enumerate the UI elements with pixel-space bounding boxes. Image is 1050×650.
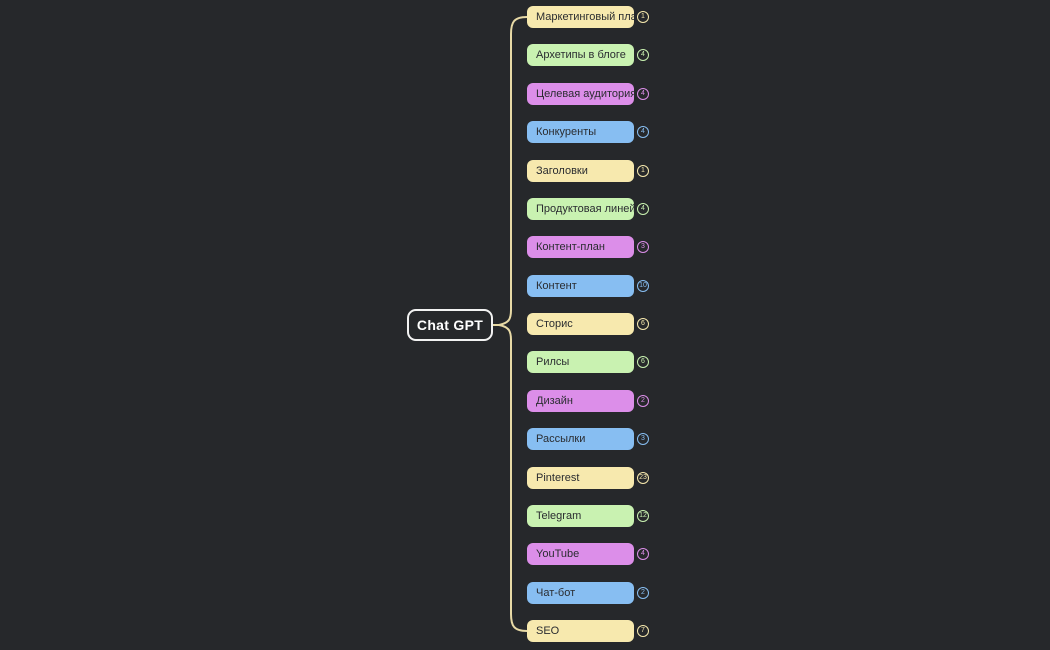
mindmap-topic-node[interactable]: Telegram xyxy=(527,504,634,527)
child-count-badge[interactable]: 4 xyxy=(637,49,649,62)
child-count-badge[interactable]: 4 xyxy=(637,202,649,215)
mindmap-topic-node[interactable]: Контент-план xyxy=(527,236,634,259)
topic-label: SEO xyxy=(536,625,560,637)
topic-label: YouTube xyxy=(536,548,580,561)
topic-label: Архетипы в блоге xyxy=(536,49,626,62)
mindmap-topic-node[interactable]: YouTube xyxy=(527,543,634,566)
mindmap-topic-node[interactable]: Сторис xyxy=(527,313,634,335)
child-count-badge[interactable]: 10 xyxy=(637,279,649,292)
topic-label: Целевая аудитория xyxy=(536,87,637,100)
topic-label: Telegram xyxy=(536,509,582,522)
topic-label: Контент-план xyxy=(536,241,605,254)
mindmap-topic-node[interactable]: Рассылки xyxy=(527,428,634,451)
central-topic-node[interactable]: Chat GPT xyxy=(407,309,493,341)
mindmap-topic-node[interactable]: Продуктовая линейка xyxy=(527,197,647,220)
child-count-badge[interactable]: 2 xyxy=(637,394,649,407)
mindmap-topic-node[interactable]: Конкуренты xyxy=(527,121,634,144)
topic-label: Сторис xyxy=(536,318,573,330)
child-count-badge[interactable]: 12 xyxy=(637,509,649,522)
mindmap-topic-node[interactable]: Рилсы xyxy=(527,351,634,374)
topic-label: Дизайн xyxy=(536,394,573,407)
topic-label: Заголовки xyxy=(536,164,588,177)
mindmap-topic-node[interactable]: Контент xyxy=(527,274,634,297)
mindmap-topic-node[interactable]: Целевая аудитория xyxy=(527,82,637,105)
topic-label: Продуктовая линейка xyxy=(536,202,647,215)
child-count-badge[interactable]: 6 xyxy=(637,356,649,369)
mindmap-topic-node[interactable]: Pinterest xyxy=(527,466,634,489)
topic-label: Чат-бот xyxy=(536,586,576,599)
topic-label: Конкуренты xyxy=(536,126,597,139)
mindmap-topic-node[interactable]: Заголовки xyxy=(527,159,634,182)
topic-label: Pinterest xyxy=(536,471,580,484)
topic-label: Рилсы xyxy=(536,356,570,369)
child-count-badge[interactable]: 1 xyxy=(637,11,649,23)
child-count-badge[interactable]: 4 xyxy=(637,87,649,100)
topic-label: Контент xyxy=(536,279,577,292)
child-count-badge[interactable]: 2 xyxy=(637,586,649,599)
child-count-badge[interactable]: 4 xyxy=(637,548,649,561)
mindmap-topic-node[interactable]: Маркетинговый план xyxy=(527,6,643,28)
child-count-badge[interactable]: 3 xyxy=(637,433,649,446)
topic-label: Рассылки xyxy=(536,433,586,446)
child-count-badge[interactable]: 3 xyxy=(637,241,649,254)
child-count-badge[interactable]: 23 xyxy=(637,471,649,484)
child-count-badge[interactable]: 1 xyxy=(637,164,649,177)
child-count-badge[interactable]: 7 xyxy=(637,625,649,637)
mindmap-topic-node[interactable]: SEO xyxy=(527,620,634,642)
mindmap-topic-node[interactable]: Архетипы в блоге xyxy=(527,44,634,67)
topic-label: Маркетинговый план xyxy=(536,11,643,23)
mindmap-topic-node[interactable]: Чат-бот xyxy=(527,581,634,604)
mindmap-topic-node[interactable]: Дизайн xyxy=(527,389,634,412)
child-count-badge[interactable]: 6 xyxy=(637,318,649,330)
central-topic-label: Chat GPT xyxy=(416,317,484,333)
child-count-badge[interactable]: 4 xyxy=(637,126,649,139)
